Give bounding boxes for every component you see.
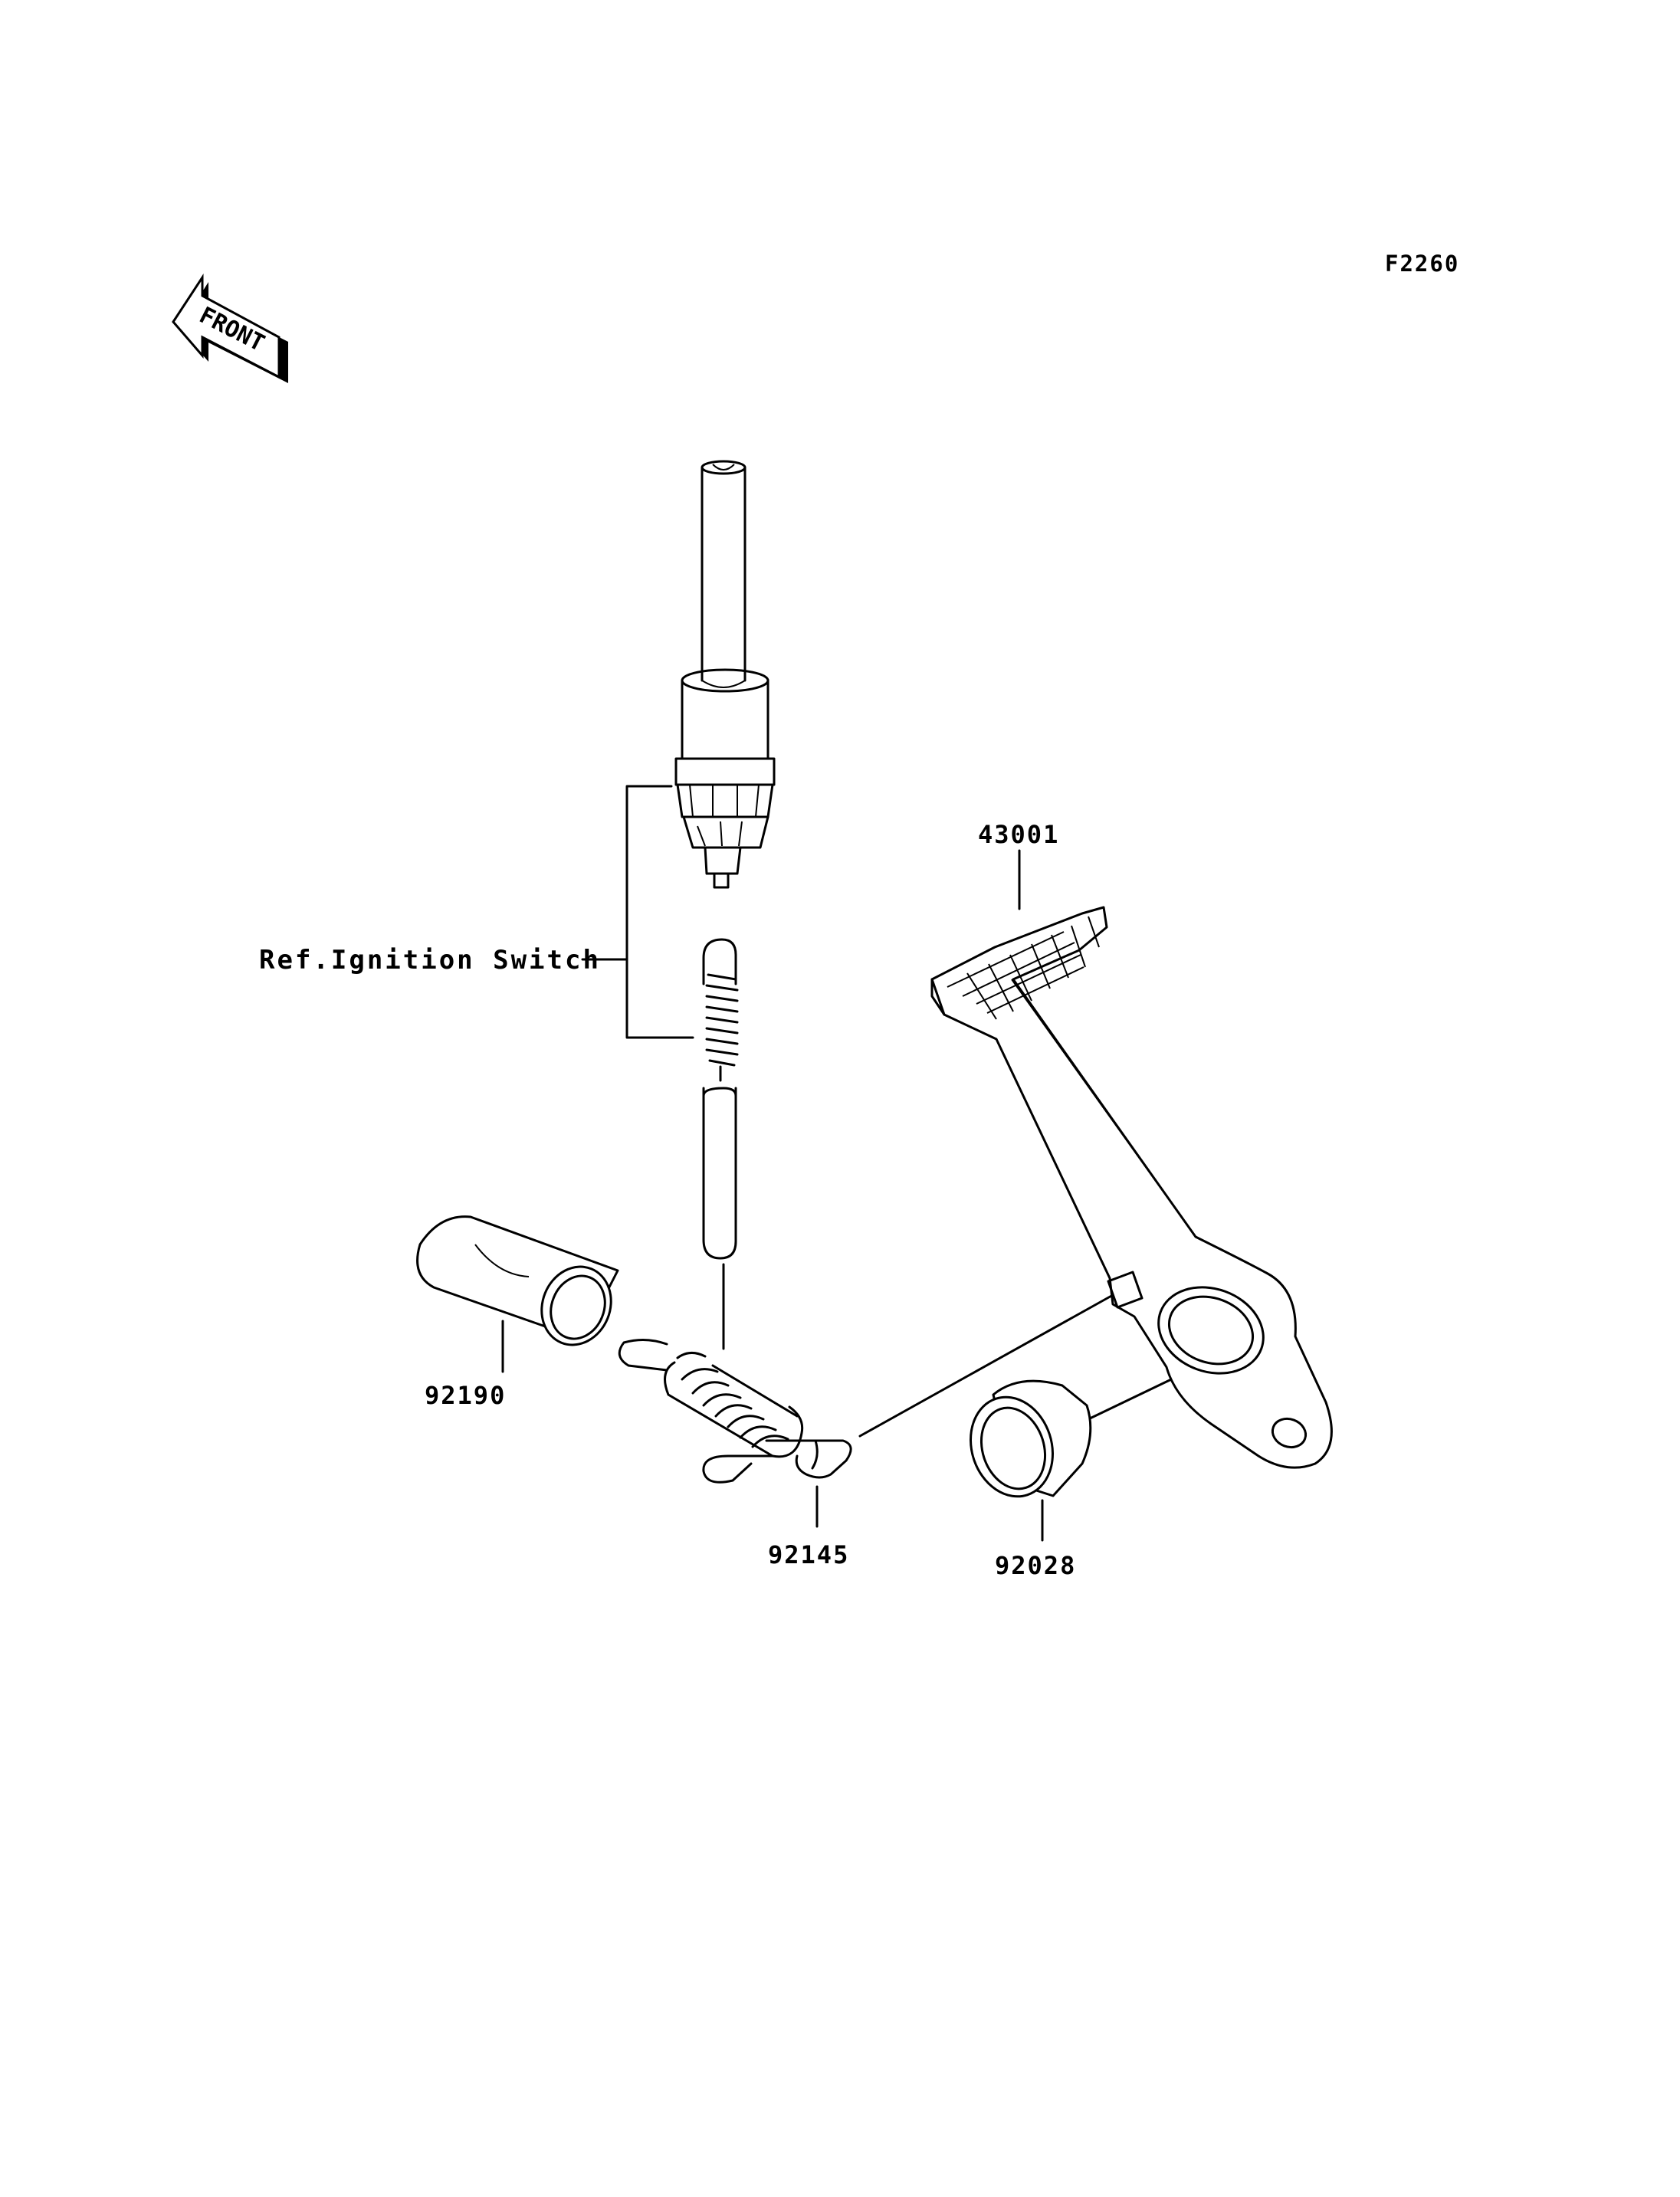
ref-bracket [581, 785, 694, 1039]
ref-label: Ref.Ignition Switch [259, 945, 601, 976]
part-number-92028: 92028 [995, 1551, 1076, 1580]
return-spring-92145 [618, 1339, 852, 1528]
sleeve-92190 [416, 1215, 619, 1373]
bushing-92028 [970, 1379, 1092, 1542]
part-number-92145: 92145 [768, 1540, 849, 1569]
spring-to-pedal-line [858, 1294, 1114, 1438]
front-arrow-icon: FRONT [172, 273, 288, 383]
brake-pedal-43001 [930, 849, 1333, 1469]
brake-light-switch [674, 460, 776, 889]
switch-spring [702, 938, 739, 1350]
part-number-43001: 43001 [978, 820, 1059, 849]
diagram-code: F2260 [1385, 251, 1459, 277]
part-number-92190: 92190 [425, 1381, 506, 1410]
